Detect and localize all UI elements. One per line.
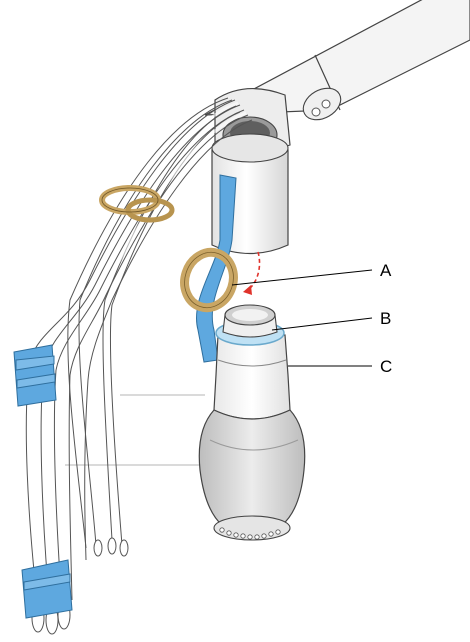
leader-a [232,270,372,285]
leader-b [272,318,372,330]
callout-label-b: B [380,309,391,328]
blue-tape-wrap-lower [22,560,72,618]
callout-label-a: A [380,261,392,280]
insertion-arrow [243,252,260,295]
connector-bulb [199,410,304,525]
callout-label-c: C [380,357,392,376]
connector-sleeve [214,335,290,419]
blue-tape-wrap-upper [14,345,56,406]
